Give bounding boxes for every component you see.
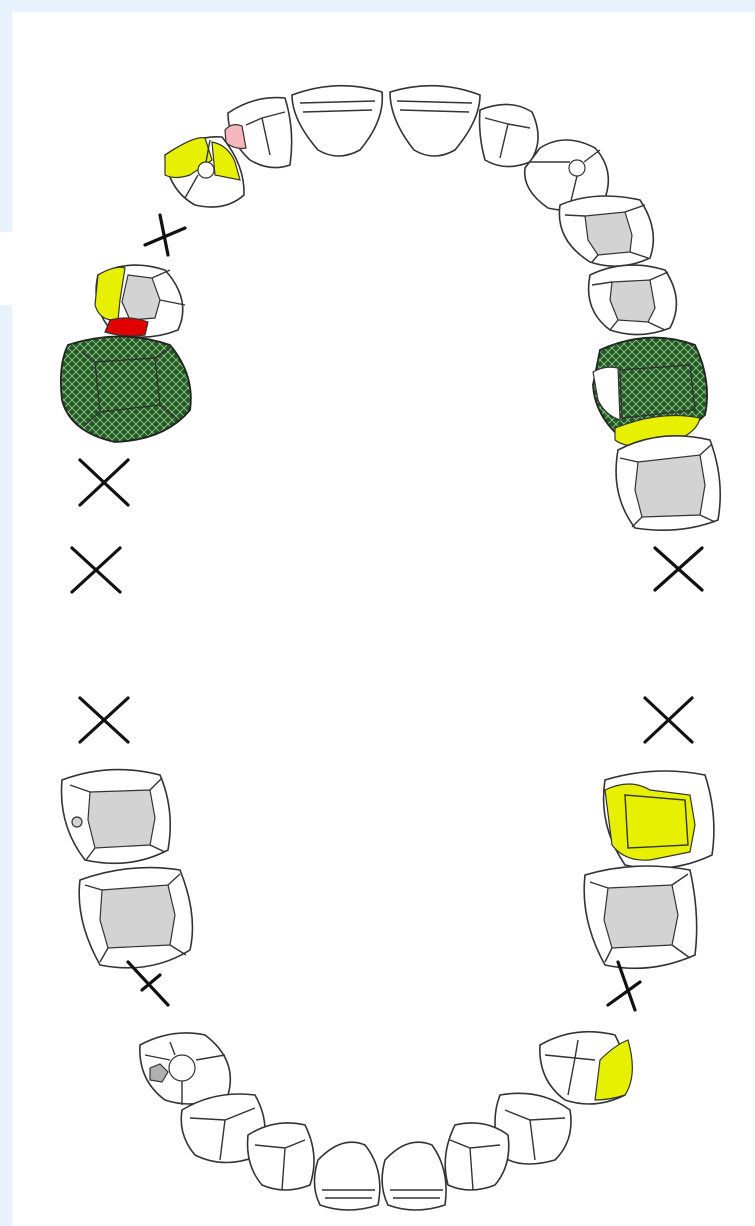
tooth-lower-central-incisor-right[interactable] — [382, 1142, 446, 1210]
missing-tooth-lower-left-third-molar[interactable] — [80, 698, 128, 742]
tooth-upper-premolar-left[interactable] — [95, 265, 185, 337]
missing-tooth-lower-right-premolar[interactable] — [608, 962, 640, 1010]
tooth-upper-first-molar-right-crown[interactable] — [593, 338, 707, 447]
tooth-lower-second-molar-right[interactable] — [604, 771, 714, 868]
tooth-upper-lateral-incisor-right[interactable] — [480, 104, 538, 166]
tooth-lower-lateral-incisor-left[interactable] — [248, 1123, 314, 1190]
tooth-upper-central-incisor-left[interactable] — [292, 86, 382, 156]
missing-tooth-upper-left-second-molar[interactable] — [80, 460, 128, 505]
tooth-upper-first-molar-left-crown[interactable] — [61, 337, 191, 443]
tooth-lower-first-molar-left[interactable] — [79, 868, 192, 968]
tooth-upper-first-premolar-right[interactable] — [559, 196, 653, 266]
tooth-upper-second-premolar-right[interactable] — [589, 265, 677, 335]
tooth-upper-central-incisor-right[interactable] — [390, 86, 480, 156]
tooth-lower-central-incisor-left[interactable] — [314, 1142, 379, 1210]
tooth-lower-premolar-left[interactable] — [140, 1033, 230, 1105]
missing-tooth-lower-right-third-molar[interactable] — [645, 698, 692, 742]
tooth-upper-second-molar-right[interactable] — [616, 436, 720, 530]
missing-tooth-lower-left-premolar[interactable] — [128, 962, 168, 1005]
tooth-upper-canine-left[interactable] — [165, 137, 244, 207]
tooth-lower-first-molar-right[interactable] — [584, 866, 697, 968]
tooth-lower-second-molar-left[interactable] — [61, 770, 170, 864]
missing-tooth-upper-left-premolar[interactable] — [145, 215, 185, 255]
missing-tooth-upper-left-third-molar[interactable] — [72, 548, 120, 592]
tooth-lower-premolar-right[interactable] — [540, 1032, 632, 1104]
tooth-lower-lateral-incisor-right[interactable] — [445, 1123, 509, 1190]
missing-tooth-upper-right-third-molar[interactable] — [655, 548, 702, 590]
